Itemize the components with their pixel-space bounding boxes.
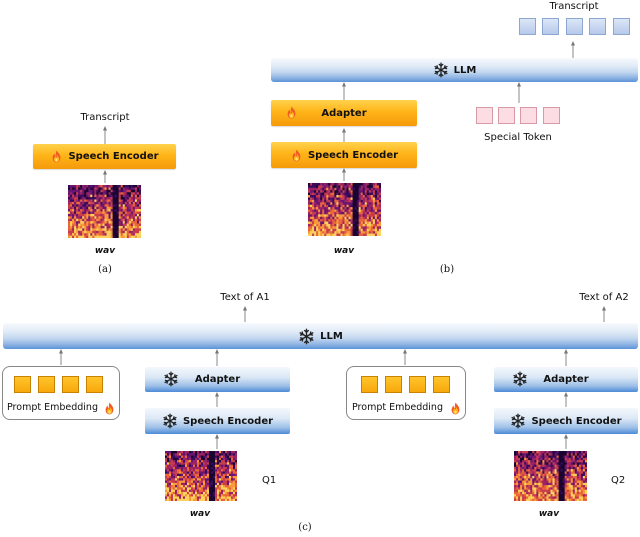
speech-encoder-label: Speech Encoder xyxy=(68,151,159,162)
caption-a: (a) xyxy=(98,264,112,275)
prompt-token xyxy=(385,376,402,393)
spectrogram-a xyxy=(68,185,141,238)
caption-c: (c) xyxy=(298,522,312,533)
caption-b: (b) xyxy=(439,264,455,275)
prompt-token xyxy=(38,376,55,393)
wav-label-b: wav xyxy=(333,246,355,256)
snowflake-icon xyxy=(510,413,526,429)
speech-encoder-box-c1: Speech Encoder xyxy=(145,408,290,434)
prompt-token xyxy=(361,376,378,393)
fire-icon xyxy=(449,400,462,419)
speech-encoder-label: Speech Encoder xyxy=(182,415,274,427)
prompt-token xyxy=(62,376,79,393)
a2-output-label: Text of A2 xyxy=(579,292,629,303)
transcript-label-a: Transcript xyxy=(80,112,130,123)
special-token xyxy=(543,107,560,124)
prompt-embedding-group-1: Prompt Embedding xyxy=(2,366,120,420)
prompt-embedding-label: Prompt Embedding xyxy=(352,402,443,413)
prompt-token xyxy=(433,376,450,393)
special-token-label: Special Token xyxy=(484,132,552,143)
adapter-box-b: Adapter xyxy=(271,100,417,126)
output-token xyxy=(542,18,559,35)
snowflake-icon xyxy=(163,371,179,390)
special-token xyxy=(520,107,537,124)
output-token xyxy=(613,18,630,35)
prompt-token xyxy=(409,376,426,393)
snowflake-icon xyxy=(298,328,315,345)
wav-label-c1: wav xyxy=(189,509,211,519)
adapter-label: Adapter xyxy=(321,107,367,119)
wav-label-c2: wav xyxy=(538,509,560,519)
llm-bar-c: LLM xyxy=(3,323,638,349)
output-tokens-b xyxy=(519,18,631,38)
snowflake-icon xyxy=(433,62,449,78)
prompt-token xyxy=(86,376,103,393)
special-token xyxy=(476,107,493,124)
q1-label: Q1 xyxy=(262,475,277,486)
speech-encoder-label: Speech Encoder xyxy=(307,149,399,161)
adapter-box-c1: Adapter xyxy=(145,367,290,392)
adapter-box-c2: Adapter xyxy=(494,367,638,392)
adapter-label: Adapter xyxy=(543,374,589,385)
transcript-label-b: Transcript xyxy=(549,1,599,12)
adapter-label: Adapter xyxy=(194,374,241,385)
output-token xyxy=(519,18,536,35)
output-token xyxy=(566,18,583,35)
speech-encoder-box-c2: Speech Encoder xyxy=(494,408,638,434)
spectrogram-b xyxy=(308,183,381,236)
fire-icon xyxy=(50,150,63,163)
prompt-embedding-label: Prompt Embedding xyxy=(7,402,98,413)
fire-icon xyxy=(290,149,303,162)
special-token xyxy=(498,107,515,124)
llm-label: LLM xyxy=(453,64,477,76)
q2-label: Q2 xyxy=(611,475,626,486)
output-token xyxy=(589,18,606,35)
speech-encoder-box-b: Speech Encoder xyxy=(271,142,417,168)
snowflake-icon xyxy=(512,371,528,390)
wav-label-a: wav xyxy=(94,246,116,256)
fire-icon xyxy=(285,106,298,122)
speech-encoder-box-a: Speech Encoder xyxy=(33,144,176,169)
snowflake-icon xyxy=(162,413,178,429)
fire-icon xyxy=(103,400,116,419)
llm-bar-b: LLM xyxy=(271,58,638,82)
prompt-embedding-group-2: Prompt Embedding xyxy=(346,366,466,420)
special-tokens-b xyxy=(476,107,568,125)
a1-output-label: Text of A1 xyxy=(220,292,270,303)
llm-label: LLM xyxy=(320,330,343,342)
spectrogram-c2 xyxy=(514,451,587,501)
prompt-token xyxy=(14,376,31,393)
spectrogram-c1 xyxy=(165,451,237,501)
speech-encoder-label: Speech Encoder xyxy=(531,415,622,427)
